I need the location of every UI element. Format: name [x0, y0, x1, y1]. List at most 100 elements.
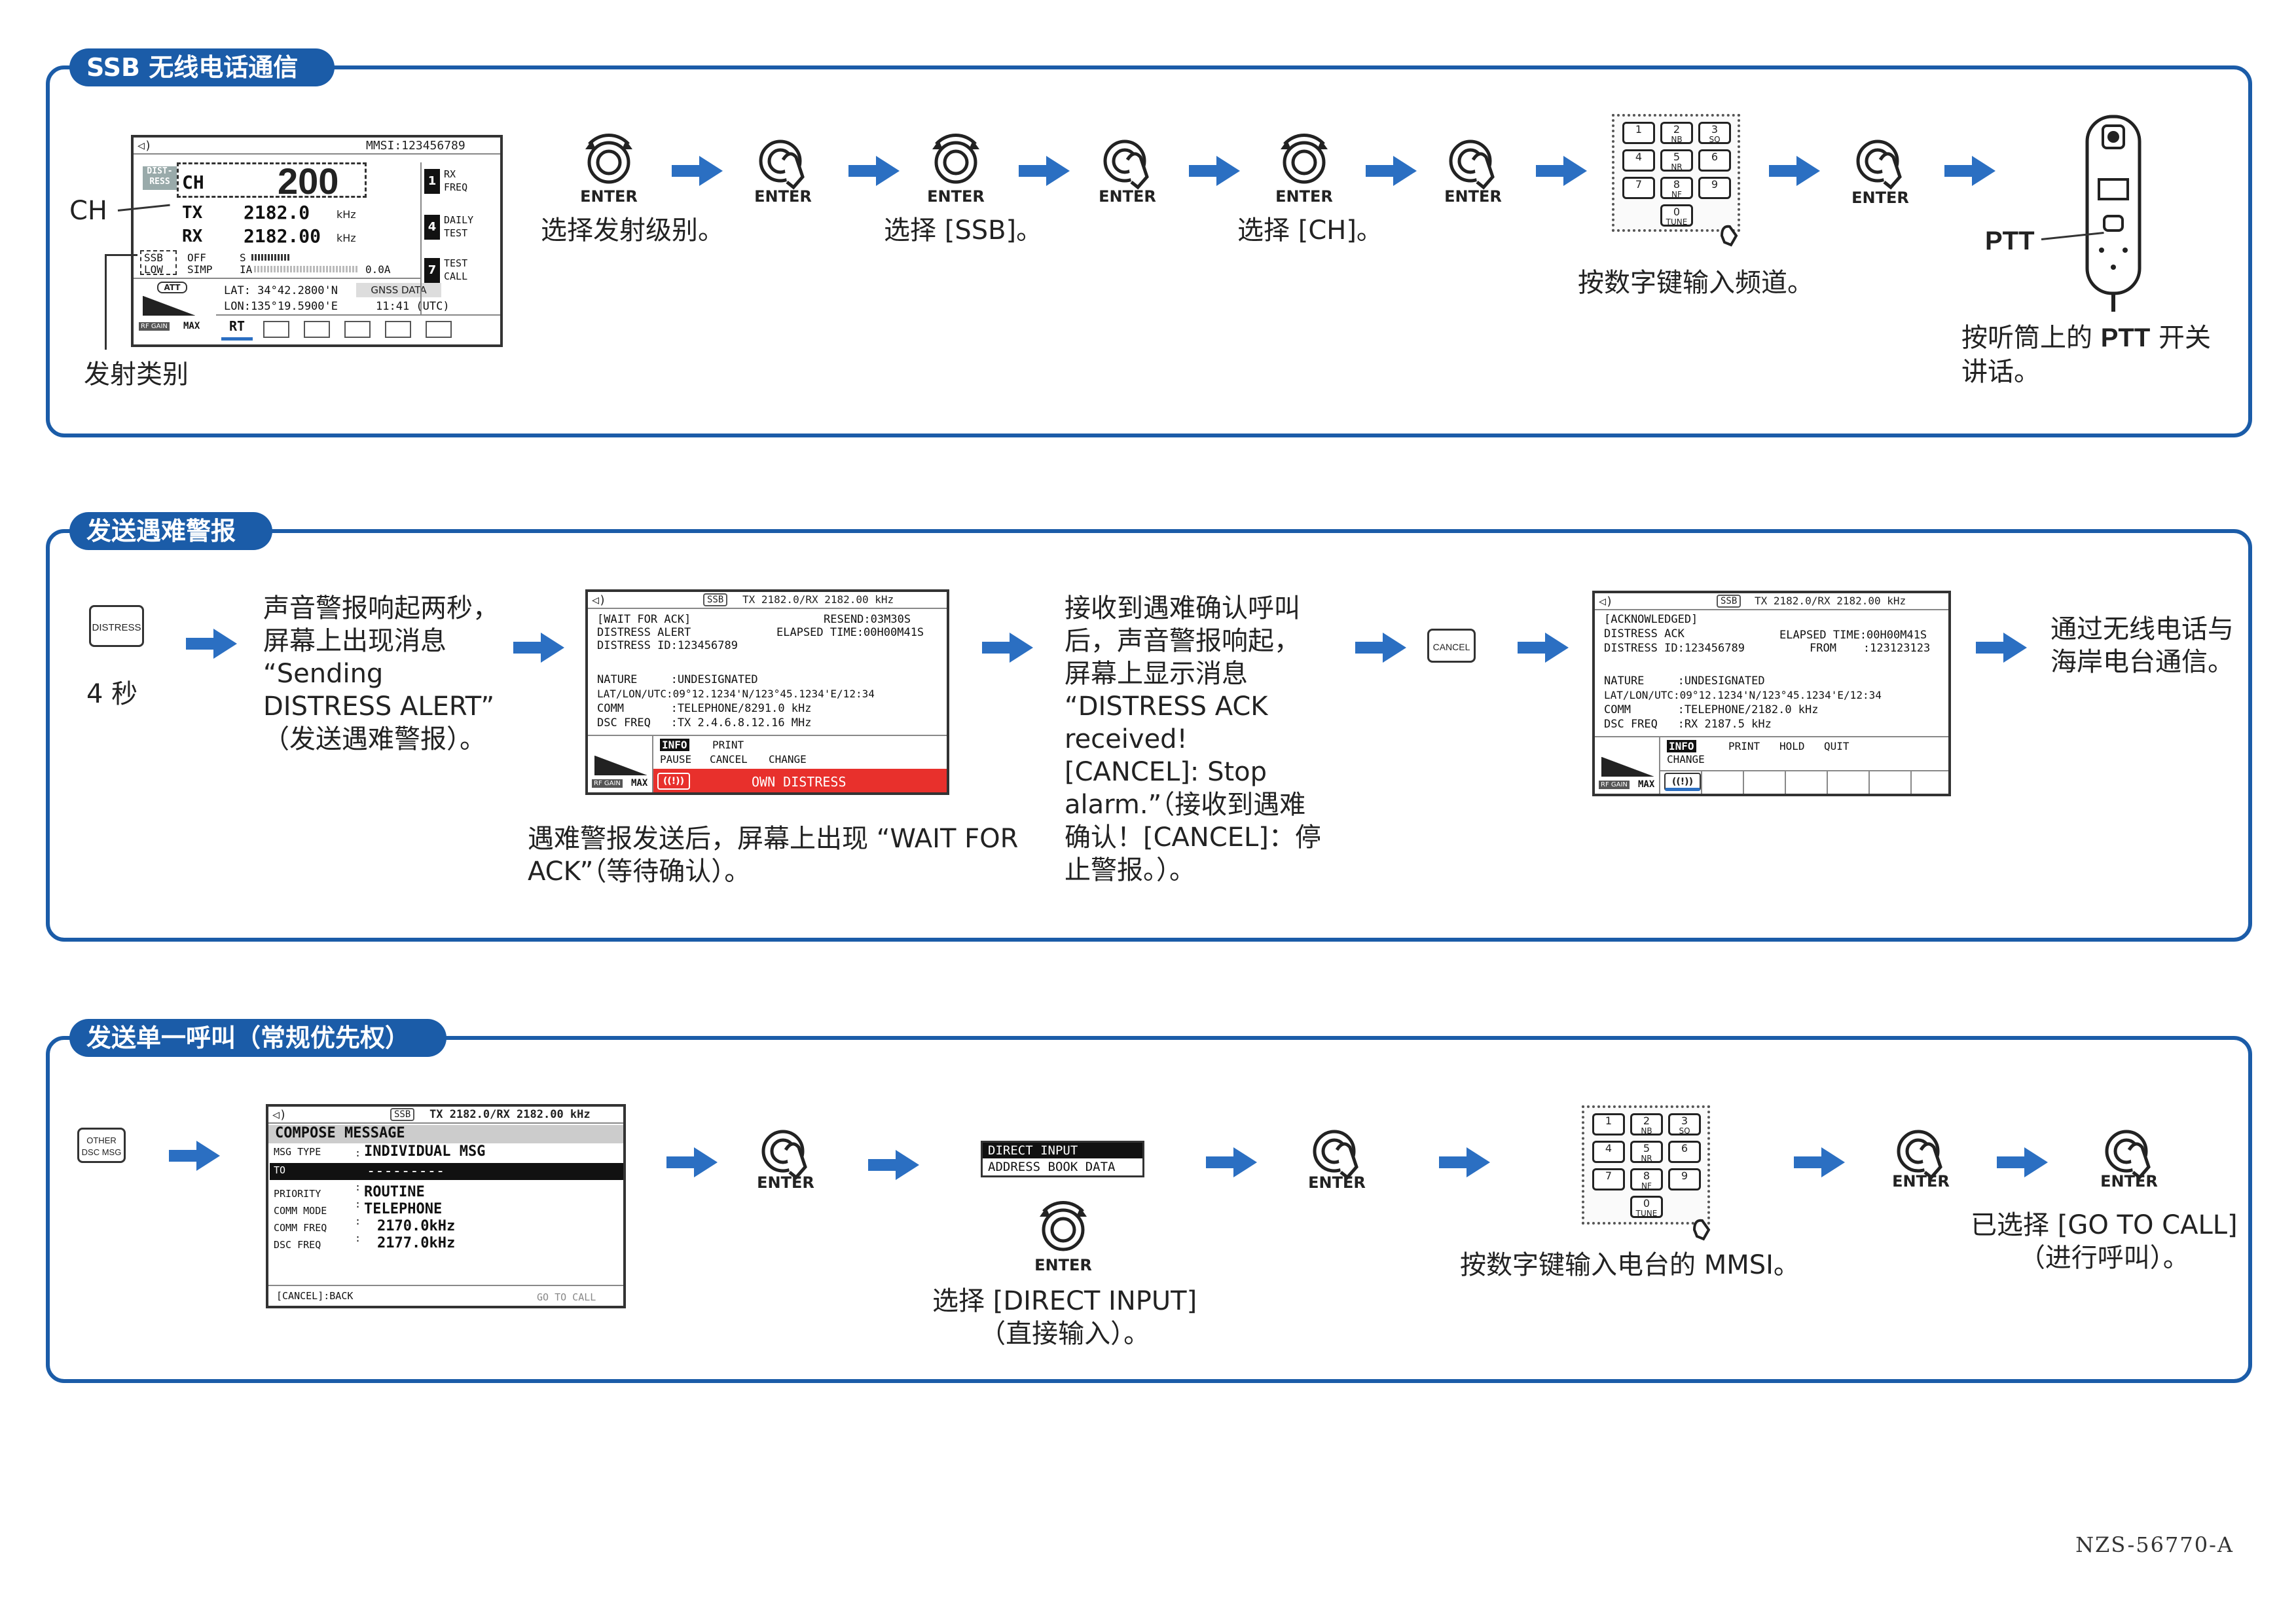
speaker-icon: ◁): [592, 593, 606, 607]
key-7-badge[interactable]: 7: [424, 258, 440, 283]
rotary-knob-icon[interactable]: [576, 124, 642, 190]
line-acknowledged: [ACKNOWLEDGED]: [1604, 613, 1698, 626]
hold-seconds: 4 秒: [86, 679, 138, 709]
cancel-back-hint[interactable]: [CANCEL]:BACK: [276, 1290, 354, 1302]
panel-individual-call: 发送单一呼叫（常规优先权）: [46, 1019, 2252, 1383]
softkey-print[interactable]: PRINT: [1728, 740, 1760, 752]
handset-icon[interactable]: [2082, 113, 2145, 316]
distress-button[interactable]: DISTRESS: [89, 605, 144, 647]
key-4[interactable]: 4: [1592, 1141, 1625, 1163]
key-digit: 2: [1643, 1115, 1650, 1127]
comm-freq-value[interactable]: 2170.0kHz: [377, 1218, 456, 1234]
enter-press-icon[interactable]: [750, 131, 816, 196]
key-1-label: RX FREQ: [444, 168, 468, 193]
softkey-info[interactable]: INFO: [660, 739, 689, 751]
softkey-change[interactable]: CHANGE: [769, 753, 807, 766]
ssb-screen: ◁) MMSI:123456789 DIST- RESS CH 200 TX 2…: [131, 135, 503, 347]
key-6[interactable]: 6: [1668, 1141, 1701, 1163]
menu-direct-input[interactable]: DIRECT INPUT: [983, 1143, 1142, 1158]
step-enter-channel: 按数字键输入频道。: [1578, 268, 1813, 298]
own-distress-text: OWN DISTRESS: [752, 774, 847, 790]
comm-mode-value[interactable]: TELEPHONE: [364, 1201, 443, 1217]
priority-value[interactable]: ROUTINE: [364, 1184, 425, 1200]
caption-direct-input: 选择 [DIRECT INPUT] （直接输入）。: [932, 1286, 1197, 1349]
enter-press-icon[interactable]: [2096, 1121, 2162, 1187]
max-label: MAX: [1638, 779, 1655, 790]
go-to-call-hint[interactable]: GO TO CALL: [537, 1291, 596, 1303]
enter-press-icon[interactable]: [1848, 131, 1913, 196]
rotary-knob-icon[interactable]: [923, 124, 989, 190]
alert-icon[interactable]: [426, 321, 452, 338]
key-4-badge[interactable]: 4: [424, 215, 440, 240]
ssb-box: [140, 250, 177, 275]
softkey-print[interactable]: PRINT: [712, 739, 744, 751]
gnss-tab[interactable]: GNSS DATA: [356, 283, 441, 297]
key-1[interactable]: 1: [1592, 1113, 1625, 1135]
ssb-badge: SSB: [703, 593, 728, 606]
mail-icon-4[interactable]: [385, 321, 411, 338]
enter-label-s3-5: ENTER: [2100, 1172, 2158, 1190]
flow-arrow: [848, 156, 900, 186]
dsc-freq-value[interactable]: 2177.0kHz: [377, 1235, 456, 1251]
to-row[interactable]: [270, 1163, 623, 1180]
flow-arrow: [1366, 156, 1417, 186]
key-digit: 9: [1711, 178, 1719, 191]
key-9[interactable]: 9: [1668, 1168, 1701, 1190]
key-6[interactable]: 6: [1698, 149, 1731, 172]
msg-type-value[interactable]: INDIVIDUAL MSG: [364, 1143, 486, 1160]
ptt-text-b: PTT: [2100, 323, 2151, 352]
cancel-button[interactable]: CANCEL: [1427, 629, 1476, 663]
softkey-hold[interactable]: HOLD: [1779, 740, 1805, 752]
key-4[interactable]: 4: [1622, 149, 1655, 172]
enter-label-1: ENTER: [580, 187, 638, 206]
softkey-quit[interactable]: QUIT: [1824, 740, 1850, 752]
mail-icon-1[interactable]: [263, 321, 289, 338]
softkey-cancel[interactable]: CANCEL: [710, 753, 748, 766]
other-dsc-msg-button[interactable]: OTHER DSC MSG: [77, 1128, 126, 1163]
enter-press-icon[interactable]: [753, 1121, 818, 1187]
rotary-knob-icon[interactable]: [1030, 1192, 1096, 1257]
rt-tab[interactable]: RT: [221, 318, 253, 341]
key-7[interactable]: 7: [1592, 1168, 1625, 1190]
power-low: LOW: [144, 263, 163, 276]
key-9[interactable]: 9: [1698, 177, 1731, 199]
line-from: FROM :123123123: [1810, 642, 1931, 655]
softkey-info[interactable]: INFO: [1667, 740, 1696, 752]
flow-arrow: [1439, 1147, 1490, 1177]
ptt-callout-label: PTT: [1985, 227, 2035, 255]
key-digit: 3: [1711, 123, 1719, 136]
caption-go-to-call: 已选择 [GO TO CALL] （进行呼叫）。: [1971, 1210, 2238, 1273]
enter-press-icon[interactable]: [1888, 1121, 1954, 1187]
key-digit: 4: [1605, 1142, 1613, 1154]
screen-top-bar: ◁) SSB TX 2182.0/RX 2182.00 kHz: [1595, 593, 1948, 610]
line-latlon: LAT/LON/UTC:09°12.1234'N/123°45.1234'E/1…: [597, 688, 875, 700]
key-1-badge[interactable]: 1: [424, 169, 440, 194]
mail-icon-3[interactable]: [344, 321, 371, 338]
menu-address-book[interactable]: ADDRESS BOOK DATA: [988, 1160, 1116, 1174]
enter-press-icon[interactable]: [1304, 1121, 1370, 1187]
key-1[interactable]: 1: [1622, 122, 1655, 144]
flow-arrow: [1976, 633, 2027, 663]
distress-step-text-3: 通过无线电话与 海岸电台通信。: [2050, 614, 2234, 677]
enter-press-icon[interactable]: [1440, 131, 1506, 196]
softkey-change[interactable]: CHANGE: [1667, 753, 1705, 766]
key-7[interactable]: 7: [1622, 177, 1655, 199]
rotary-knob-icon[interactable]: [1271, 124, 1337, 190]
mail-icon-2[interactable]: [304, 321, 330, 338]
key-digit: 9: [1681, 1170, 1688, 1182]
enter-press-icon[interactable]: [1095, 131, 1160, 196]
flow-arrow: [513, 633, 564, 663]
softkey-pause[interactable]: PAUSE: [660, 753, 692, 766]
